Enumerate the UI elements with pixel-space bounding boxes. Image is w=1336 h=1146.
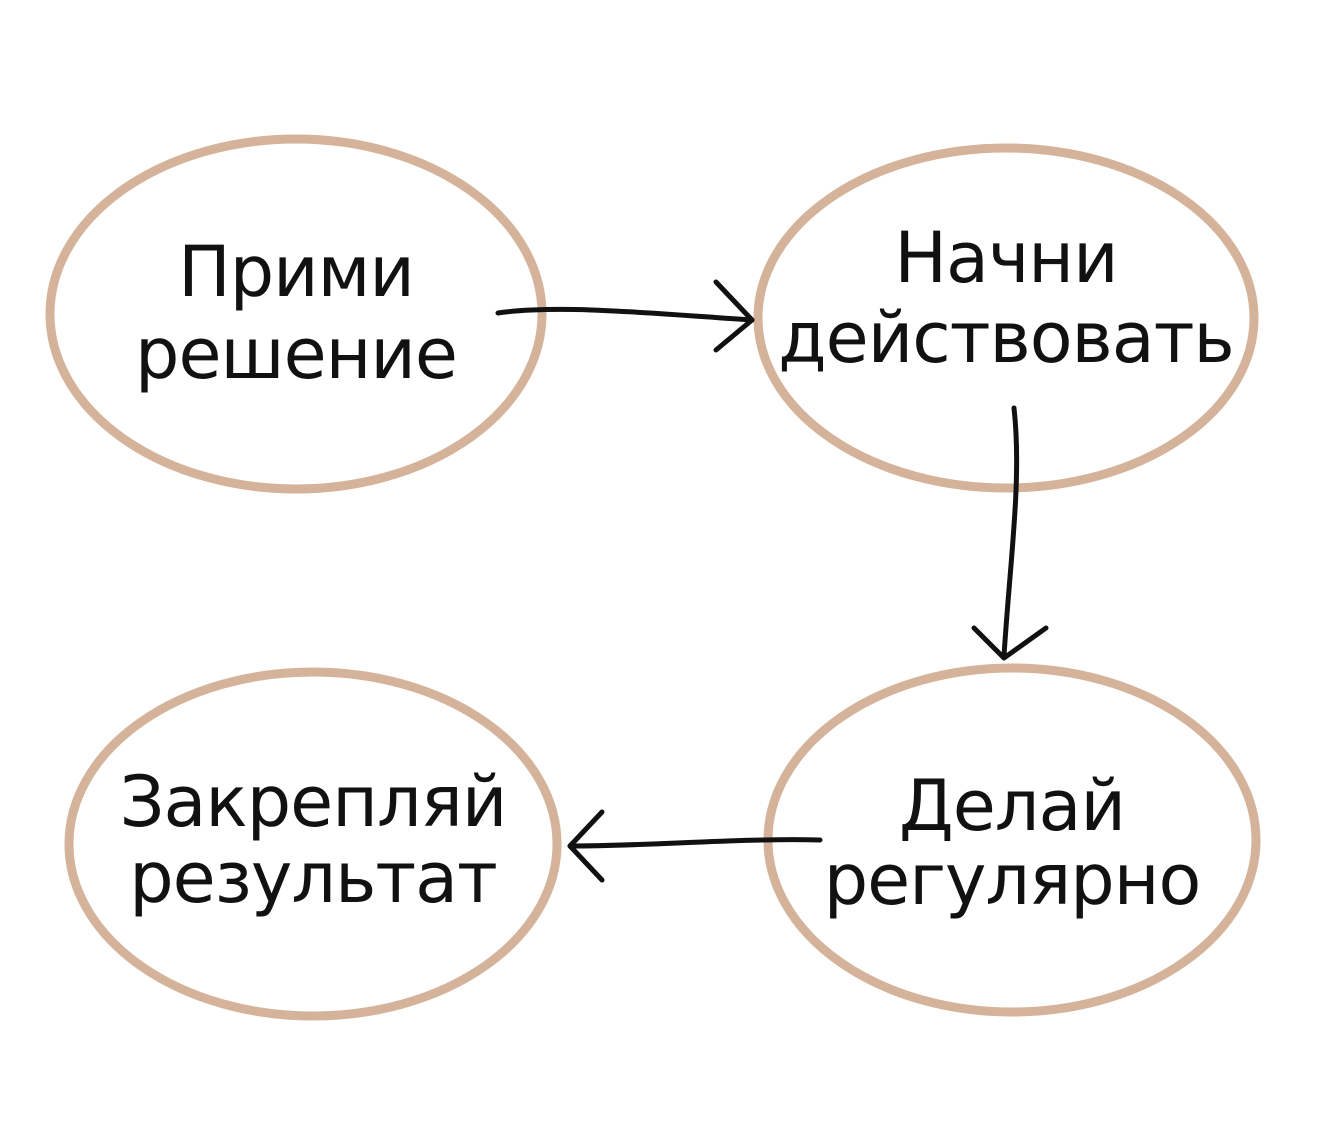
arrow-regular-to-reinforce-shaft [567, 837, 823, 849]
arrow-act-to-regular-head [971, 625, 1049, 661]
node-act: Начни действовать [753, 143, 1259, 493]
arrow-regular-to-reinforce [567, 809, 823, 883]
node-decide-line2: решение [135, 313, 457, 395]
arrow-regular-to-reinforce-head [567, 809, 605, 883]
node-regular: Делай регулярно [763, 663, 1261, 1017]
arrow-act-to-regular-shaft [1001, 405, 1020, 659]
arrow-act-to-regular [971, 405, 1049, 661]
node-decide-ellipse [45, 134, 547, 494]
node-act-line1: Начни [894, 217, 1117, 299]
node-reinforce-line1: Закрепляй [120, 761, 507, 843]
arrow-decide-to-act [495, 279, 755, 353]
node-act-ellipse [753, 143, 1259, 493]
node-reinforce-ellipse [64, 667, 562, 1021]
node-decide: Прими решение [45, 134, 547, 494]
node-decide-line1: Прими [178, 231, 414, 313]
arrow-decide-to-act-head [713, 279, 755, 353]
node-reinforce: Закрепляй результат [64, 667, 562, 1021]
arrow-decide-to-act-shaft [495, 306, 755, 323]
node-reinforce-line2: результат [129, 837, 497, 919]
node-regular-line1: Делай [899, 765, 1125, 847]
node-regular-line2: регулярно [824, 839, 1201, 921]
node-act-line2: действовать [778, 297, 1233, 379]
